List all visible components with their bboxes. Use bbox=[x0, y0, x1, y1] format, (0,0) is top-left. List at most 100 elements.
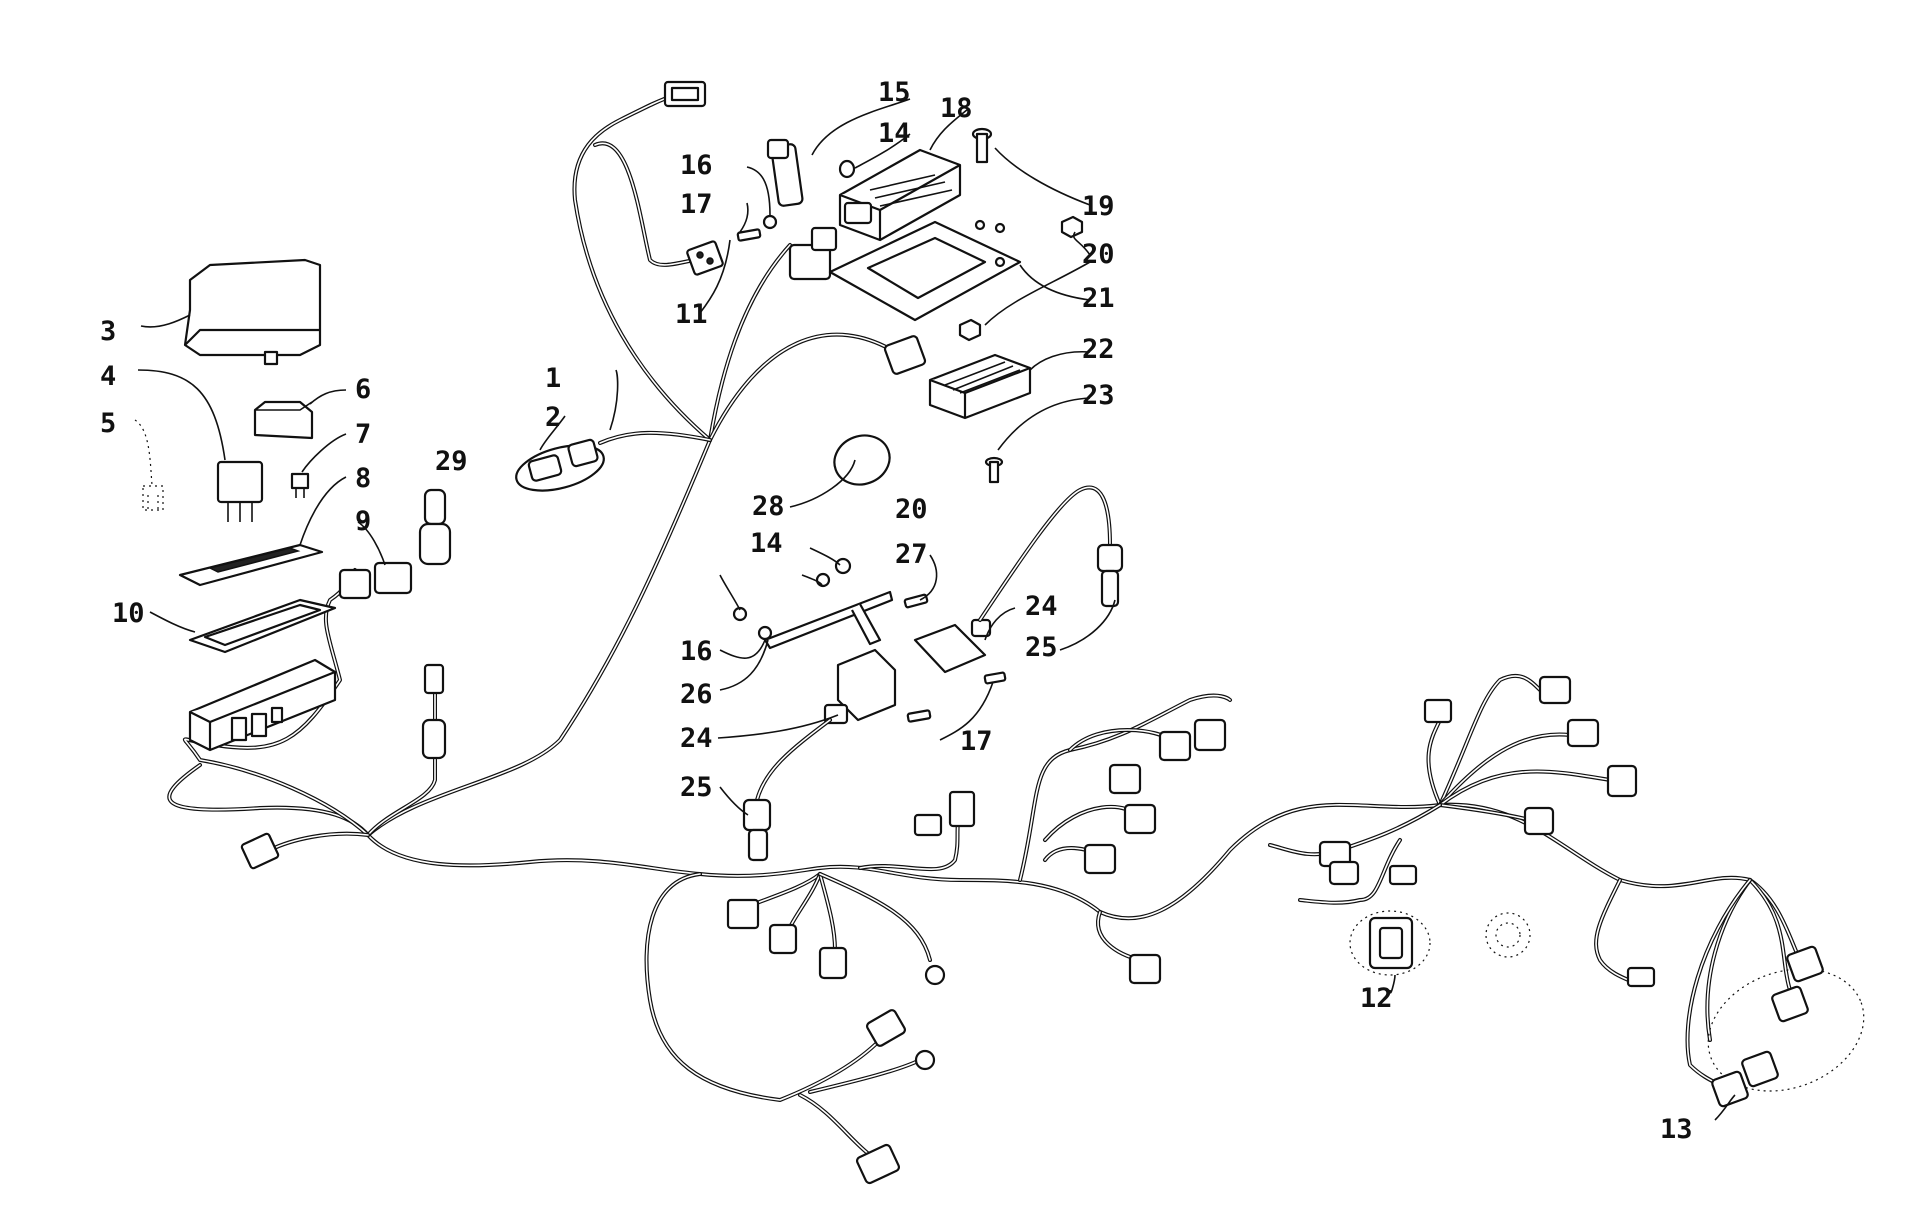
connector-low-1 bbox=[866, 1009, 906, 1047]
connector-mid-6 bbox=[818, 946, 848, 980]
nut-20-lower bbox=[958, 318, 982, 342]
callout-12: 12 bbox=[1360, 983, 1393, 1014]
control-module-18 bbox=[838, 148, 962, 242]
callout-4: 4 bbox=[100, 361, 116, 392]
connector-group-13 bbox=[1707, 945, 1865, 1108]
connector-right-1 bbox=[1423, 698, 1453, 724]
coil-24-lower bbox=[823, 648, 897, 725]
clamp-28 bbox=[833, 434, 891, 486]
connector-right-2 bbox=[1538, 675, 1572, 705]
connector-mid-2 bbox=[948, 790, 976, 828]
callout-1: 1 bbox=[545, 363, 561, 394]
connector-right-8 bbox=[1388, 864, 1418, 886]
fuse-box-body bbox=[188, 658, 337, 752]
leader-lines bbox=[134, 98, 1736, 1121]
callout-16b: 16 bbox=[680, 636, 713, 667]
spark-boot-25-upper bbox=[1096, 543, 1124, 608]
connector-right-4 bbox=[1606, 764, 1638, 798]
coil-24-upper bbox=[913, 618, 992, 674]
callout-2: 2 bbox=[545, 402, 561, 433]
callout-labels: 1 2 3 4 5 6 7 8 9 10 11 12 13 14 14 15 1… bbox=[100, 77, 1693, 1145]
callout-27: 27 bbox=[895, 539, 928, 570]
callout-21: 21 bbox=[1082, 283, 1115, 314]
connector-9 bbox=[338, 561, 413, 600]
connector-mid-3 bbox=[913, 813, 943, 837]
connector-upper-1 bbox=[1193, 718, 1227, 752]
bolt-17 bbox=[736, 228, 762, 242]
connector-right-9 bbox=[1626, 966, 1656, 988]
nut-16-mid bbox=[732, 606, 748, 622]
callout-11: 11 bbox=[675, 299, 708, 330]
grommet-14-mid bbox=[815, 572, 831, 588]
connector-mid-5 bbox=[768, 923, 798, 955]
callout-19: 19 bbox=[1082, 191, 1115, 222]
connector-upper-5 bbox=[1083, 843, 1117, 875]
regulator-22 bbox=[928, 353, 1032, 420]
callout-25a: 25 bbox=[1025, 632, 1058, 663]
callout-22: 22 bbox=[1082, 334, 1115, 365]
fuse-5 bbox=[142, 485, 164, 512]
ring-terminal-1 bbox=[924, 964, 946, 986]
bracket-26 bbox=[763, 590, 894, 650]
spark-boot-25-lower bbox=[742, 798, 772, 862]
callout-24b: 24 bbox=[680, 723, 713, 754]
fuse-7 bbox=[290, 472, 310, 498]
nut-20-mid bbox=[834, 557, 852, 575]
connector-mid-4 bbox=[726, 898, 760, 930]
nut-20-upper bbox=[1060, 215, 1084, 239]
parts bbox=[142, 80, 1865, 1185]
connector-upper-6 bbox=[1128, 953, 1162, 985]
grommet-14 bbox=[838, 159, 856, 179]
connector-1-2 bbox=[515, 438, 605, 492]
callout-18: 18 bbox=[940, 93, 973, 124]
bolt-27 bbox=[903, 593, 929, 609]
callout-9: 9 bbox=[355, 506, 371, 537]
callout-29: 29 bbox=[435, 446, 468, 477]
callout-10: 10 bbox=[112, 598, 145, 629]
washer-16 bbox=[762, 214, 778, 230]
callout-16a: 16 bbox=[680, 150, 713, 181]
connector-upper-3 bbox=[1108, 763, 1142, 795]
relay-6 bbox=[253, 400, 314, 440]
screw-17-mid bbox=[906, 709, 932, 723]
regulator-connector bbox=[883, 335, 927, 375]
connector-11 bbox=[686, 240, 724, 276]
screw-23 bbox=[984, 456, 1004, 484]
callout-14a: 14 bbox=[878, 118, 911, 149]
callout-14b: 14 bbox=[750, 528, 783, 559]
callout-5: 5 bbox=[100, 408, 116, 439]
callout-15: 15 bbox=[878, 77, 911, 108]
callout-8: 8 bbox=[355, 463, 371, 494]
callout-28: 28 bbox=[752, 491, 785, 522]
callout-20a: 20 bbox=[1082, 239, 1115, 270]
circuit-board-8 bbox=[178, 543, 324, 587]
callout-25b: 25 bbox=[680, 772, 713, 803]
callout-24a: 24 bbox=[1025, 591, 1058, 622]
gasket-10 bbox=[188, 598, 337, 654]
sensor-15 bbox=[766, 138, 804, 207]
callout-6: 6 bbox=[355, 374, 371, 405]
fuse-box-cover-3 bbox=[183, 258, 322, 366]
callout-23: 23 bbox=[1082, 380, 1115, 411]
callout-20b: 20 bbox=[895, 494, 928, 525]
callout-7: 7 bbox=[355, 419, 371, 450]
callout-17a: 17 bbox=[680, 189, 713, 220]
diagnostic-connector-12 bbox=[1349, 910, 1431, 976]
connector-upper-4 bbox=[1123, 803, 1157, 835]
cap-12-shadow bbox=[1485, 912, 1531, 958]
connector-mid-1 bbox=[240, 832, 280, 870]
screw-19 bbox=[971, 127, 993, 164]
callout-26: 26 bbox=[680, 679, 713, 710]
relay-4 bbox=[216, 460, 264, 522]
relay-bracket bbox=[788, 226, 838, 281]
connector-low-2 bbox=[855, 1143, 901, 1185]
callout-17b: 17 bbox=[960, 726, 993, 757]
connector-upper-2 bbox=[1158, 730, 1192, 762]
screw-17-lower bbox=[983, 671, 1007, 685]
washer-16-mid bbox=[757, 625, 773, 641]
ring-terminal-2 bbox=[914, 1049, 936, 1071]
connector-right-3 bbox=[1566, 718, 1600, 748]
callout-3: 3 bbox=[100, 316, 116, 347]
connector-right-5 bbox=[1523, 806, 1555, 836]
